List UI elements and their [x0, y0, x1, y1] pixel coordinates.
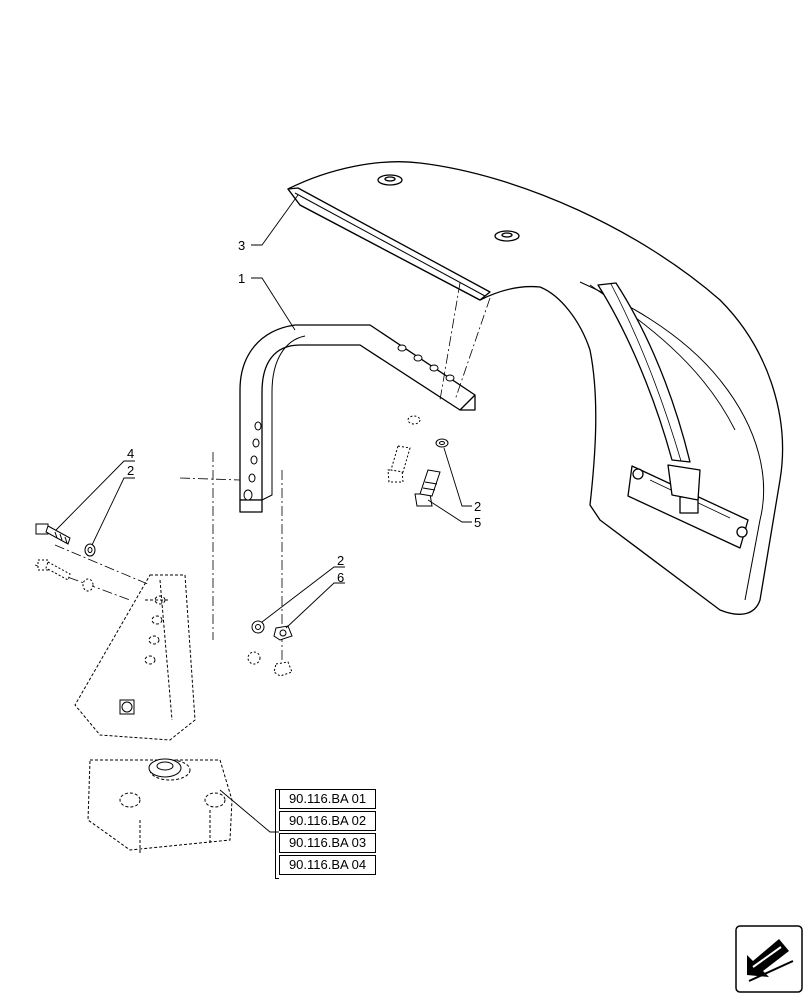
next-page-arrow-icon[interactable] [735, 925, 803, 993]
reference-link-03[interactable]: 90.116.BA 03 [279, 833, 376, 853]
callout-2-left: 2 [127, 463, 134, 478]
callout-6: 6 [337, 570, 344, 585]
leader-lines [55, 194, 472, 833]
reference-links: 90.116.BA 01 90.116.BA 02 90.116.BA 03 9… [275, 789, 379, 879]
reference-bracket [275, 789, 279, 879]
callout-5: 5 [474, 515, 481, 530]
callout-1: 1 [238, 271, 245, 286]
support-arm-phantom [74, 574, 233, 855]
fender [287, 161, 784, 615]
callout-2-right: 2 [474, 499, 481, 514]
reference-link-01[interactable]: 90.116.BA 01 [279, 789, 376, 809]
callout-2-mid: 2 [337, 553, 344, 568]
callout-3: 3 [238, 238, 245, 253]
reference-link-04[interactable]: 90.116.BA 04 [279, 855, 376, 875]
fender-bracket [239, 324, 476, 513]
reference-link-02[interactable]: 90.116.BA 02 [279, 811, 376, 831]
hub-assembly [119, 699, 182, 778]
hardware [35, 415, 449, 677]
callout-4: 4 [127, 446, 134, 461]
